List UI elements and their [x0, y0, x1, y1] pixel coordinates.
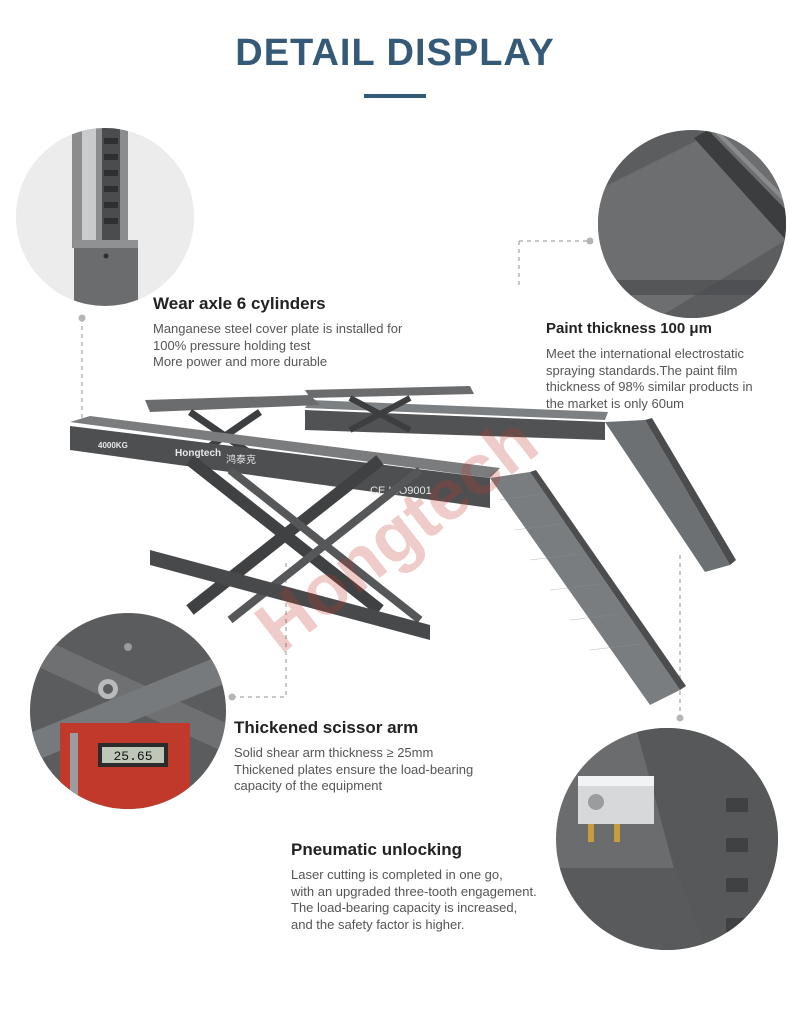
- base-frame: [150, 550, 430, 640]
- feature-desc-scissor-arm: Solid shear arm thickness ≥ 25mm Thicken…: [234, 745, 473, 795]
- feature-line: More power and more durable: [153, 354, 328, 369]
- feature-line: 100% pressure holding test: [153, 337, 311, 353]
- feature-title-wear-axle: Wear axle 6 cylinders: [153, 294, 326, 313]
- feature-desc-paint: Meet the international electrostatic spr…: [546, 346, 753, 412]
- feature-desc-pneumatic: Laser cutting is completed in one go, wi…: [291, 867, 537, 933]
- pneumatic-photo: [556, 728, 778, 950]
- scissor-arm-illustration: 25.65: [30, 613, 226, 809]
- title-underline: [364, 94, 426, 98]
- feature-title-scissor-arm: Thickened scissor arm: [234, 718, 419, 737]
- feature-line: The load-bearing capacity is increased,: [291, 900, 518, 915]
- wear-axle-photo: [16, 128, 194, 306]
- front-ramp: [490, 472, 680, 705]
- feature-line: the market is only 60um: [546, 395, 685, 411]
- feature-line: and the safety factor is higher.: [291, 916, 465, 932]
- rear-ramp: [605, 420, 730, 572]
- pneumatic-illustration: [556, 728, 778, 950]
- rear-runway: [305, 410, 605, 440]
- page-title: DETAIL DISPLAY: [235, 32, 555, 74]
- jack-platform-left: [145, 395, 320, 412]
- feature-line: Solid shear arm thickness ≥ 25mm: [234, 745, 434, 760]
- connector-scissor: [232, 563, 287, 698]
- feature-line: capacity of the equipment: [234, 778, 383, 793]
- paint-surface-illustration: [598, 130, 786, 318]
- scissor-arm-photo: 25.65: [30, 613, 226, 809]
- scissor-lift-illustration: 4000KG Hongtech 鸿泰克 CE ISO9001 Hongtech: [70, 386, 736, 705]
- feature-line: Manganese steel cover plate is installed…: [153, 321, 403, 336]
- feature-title-pneumatic: Pneumatic unlocking: [291, 840, 462, 859]
- jack-platform-right: [305, 386, 474, 398]
- feature-line: Thickened plates ensure the load-bearing: [234, 761, 474, 777]
- brand-label: Hongtech: [175, 448, 221, 459]
- feature-line: thickness of 98% similar products in: [546, 379, 753, 394]
- feature-desc-wear-axle: Manganese steel cover plate is installed…: [153, 321, 402, 371]
- gauge-reading: 25.65: [113, 749, 152, 764]
- cylinder-illustration: [16, 128, 194, 306]
- capacity-label: 4000KG: [98, 441, 128, 450]
- feature-line: Meet the international electrostatic: [546, 346, 744, 361]
- feature-line: with an upgraded three-tooth engagement.: [291, 883, 537, 899]
- feature-line: spraying standards.The paint film: [546, 362, 738, 378]
- front-runway: [70, 426, 490, 508]
- brand-label-cn: 鸿泰克: [226, 453, 256, 466]
- paint-thickness-photo: [598, 130, 786, 318]
- feature-title-paint: Paint thickness 100 μm: [546, 320, 712, 337]
- feature-line: Laser cutting is completed in one go,: [291, 867, 503, 882]
